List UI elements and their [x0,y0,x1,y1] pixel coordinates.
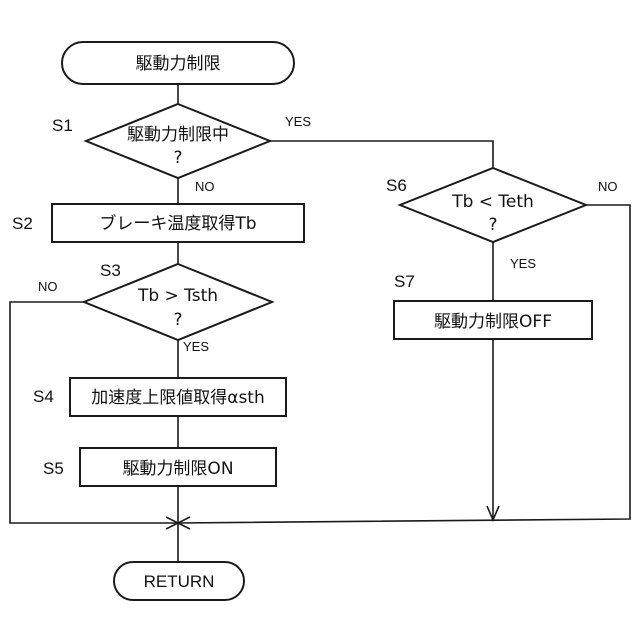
s1-question: 駆動力制限中 [127,125,229,145]
s6-question: Tb < Teth [451,192,534,212]
s2-label: ブレーキ温度取得Tb [99,213,256,234]
s2-step-label: S2 [12,214,33,233]
s3-step-label: S3 [100,261,121,280]
s1-yes-label: YES [285,114,311,129]
s3-yes-label: YES [183,339,209,354]
s1-step-label: S1 [52,116,73,135]
s7-label: 駆動力制限OFF [434,312,552,332]
return-label: RETURN [144,572,215,591]
s3-question: Tb > Tsth [137,286,218,306]
s1-no-label: NO [195,179,215,194]
s1-qmark: ? [173,148,182,168]
s5-label: 駆動力制限ON [122,459,233,479]
s6-yes-label: YES [510,256,536,271]
s3-qmark: ? [173,310,182,330]
s4-label: 加速度上限値取得αsth [91,388,265,408]
s4-step-label: S4 [33,387,54,406]
s5-step-label: S5 [43,459,64,478]
start-label: 駆動力制限 [136,54,221,74]
s7-step-label: S7 [394,272,415,291]
s6-step-label: S6 [386,176,407,195]
s6-no-label: NO [598,179,618,194]
s6-qmark: ? [488,215,497,235]
connector-s1-yes [270,141,493,168]
s3-no-label: NO [38,279,58,294]
